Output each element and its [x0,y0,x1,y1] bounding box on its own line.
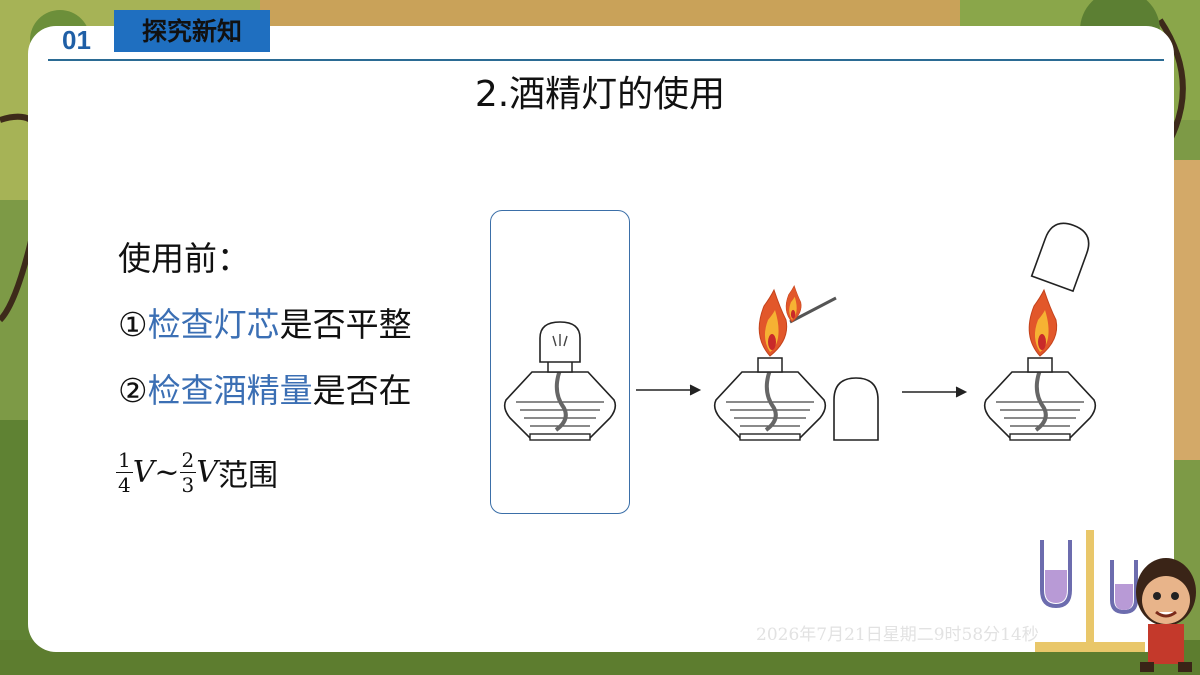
fraction-2-denominator: 3 [181,473,195,497]
arrow-1 [636,384,702,396]
fraction-2-numerator: 2 [179,448,197,473]
section-label: 探究新知 [114,10,270,52]
capped-lamp [502,321,618,442]
check-item-2-rest: 是否在 [312,371,412,410]
check-item-1: ①检查灯芯是否平整 [118,298,412,346]
alcohol-lamp-sequence-figure [502,217,1098,442]
content-card [28,26,1174,652]
check-item-2-marker: ② [118,371,148,410]
fraction-one-quarter: 1 4 [116,448,133,497]
capped-lamp-frame [490,210,630,514]
section-number: 01 [62,25,91,55]
check-item-1-rest: 是否平整 [279,305,412,344]
volume-var-1: V [132,455,155,490]
fraction-1-numerator: 1 [116,448,133,473]
check-item-1-highlight: 检查灯芯 [147,305,280,344]
volume-var-2: V [196,455,218,490]
check-item-2-highlight: 检查酒精量 [147,371,313,410]
volume-range: 1 4 V~ 2 3 V范围 [116,448,278,514]
cartoon-character [1136,558,1196,672]
floating-cap [1030,217,1095,292]
page-title: 2.酒精灯的使用 [474,74,726,115]
range-suffix: 范围 [217,458,278,494]
header-rule [48,59,1164,61]
before-use-heading-text: 使用前： [118,239,250,278]
check-item-2: ②检查酒精量是否在 [118,364,412,412]
range-tilde: ~ [154,455,180,490]
fraction-two-thirds: 2 3 [179,448,197,497]
lab-character-decoration [1035,530,1196,672]
arrow-2 [902,386,968,398]
burning-lamp [982,289,1098,442]
lit-lamp-with-match [712,285,837,442]
timestamp-watermark: 2026年7月21日星期二9时58分14秒 [756,625,1039,644]
check-item-1-marker: ① [118,305,148,344]
before-use-heading: 使用前： [118,232,250,280]
fraction-1-denominator: 4 [118,473,131,497]
section-label-text: 探究新知 [141,17,242,46]
removed-cap [833,377,879,441]
